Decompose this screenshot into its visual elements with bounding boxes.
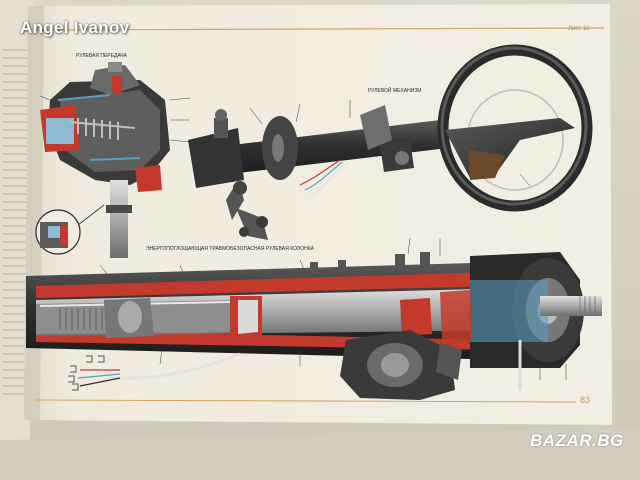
desk-surface <box>0 428 640 480</box>
uploader-name: Angel Ivanov <box>20 18 130 37</box>
steering-column-cutaway <box>26 252 602 400</box>
page-header-right: Лист 18 <box>568 26 590 32</box>
steering-mechanism-drawing <box>188 105 448 240</box>
label-steering-gear: РУЛЕВАЯ ПЕРЕДАЧА <box>76 53 127 59</box>
bazar-logo: BAZAR.BG <box>530 431 624 451</box>
label-steering-mechanism: РУЛЕВОЙ МЕХАНИЗМ <box>368 88 422 94</box>
watermark-text: BAZAR.BG <box>530 431 624 450</box>
detail-inset <box>35 204 105 255</box>
steering-wheel-drawing <box>437 44 593 212</box>
footer-rule <box>35 399 577 403</box>
header-rule <box>35 27 605 31</box>
page-number: 83 <box>580 395 591 405</box>
label-steering-column: ЭНЕРГОПОГЛОЩАЮЩАЯ ТРАВМОБЕЗОПАСНАЯ РУЛЕВ… <box>146 246 314 252</box>
leader-lines <box>39 95 567 380</box>
steering-gear-drawing <box>40 62 170 258</box>
